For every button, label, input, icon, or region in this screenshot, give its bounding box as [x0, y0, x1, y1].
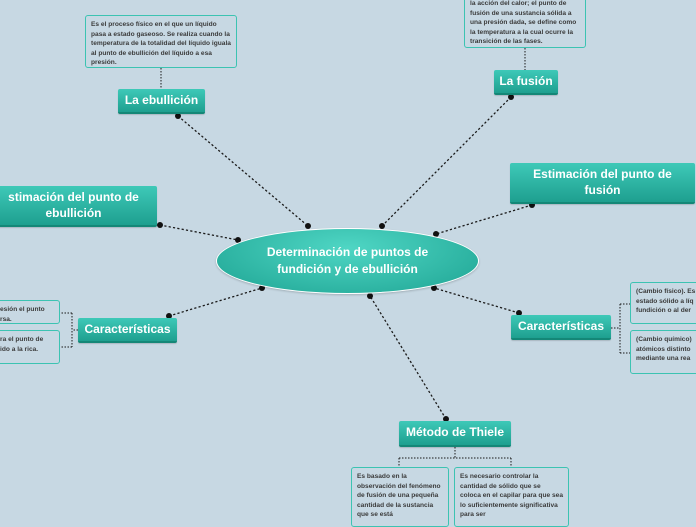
branch-label: Características [517, 318, 605, 333]
note-text: Es basado en la observación del fenómeno… [357, 473, 441, 519]
branch-estimacion-punto-ebullicion[interactable]: stimación del punto de ebullición [0, 186, 157, 227]
note-text: Es necesario controlar la cantidad de só… [460, 473, 563, 519]
branch-label: La fusión [499, 73, 553, 88]
note-caracteristicas-right-1[interactable]: (Cambio físico). Es estado sólido a líq … [630, 282, 696, 324]
branch-label: Características [84, 321, 171, 336]
note-fusion[interactable]: la acción del calor; el punto de fusión … [464, 0, 586, 48]
branch-la-ebullicion[interactable]: La ebullición [118, 89, 205, 114]
note-text: Es el proceso físico en el que un líquid… [91, 21, 231, 67]
note-caracteristicas-left-2[interactable]: ra el punto de ido a la rica. [0, 330, 60, 364]
note-caracteristicas-right-2[interactable]: (Cambio químico) atómicos distinto media… [630, 330, 696, 374]
central-topic[interactable]: Determinación de puntos de fundición y d… [216, 228, 479, 294]
note-thiele-1[interactable]: Es basado en la observación del fenómeno… [351, 467, 449, 527]
branch-caracteristicas-right[interactable]: Características [511, 315, 611, 340]
branch-estimacion-punto-fusion[interactable]: Estimación del punto de fusión [510, 163, 695, 204]
note-text: la acción del calor; el punto de fusión … [470, 0, 577, 46]
branch-label: La ebullición [124, 92, 199, 107]
note-ebullicion[interactable]: Es el proceso físico en el que un líquid… [85, 15, 237, 68]
note-text: (Cambio físico). Es estado sólido a líq … [636, 288, 696, 315]
branch-label: stimación del punto de ebullición [8, 189, 139, 220]
note-caracteristicas-left-1[interactable]: esión el punto rsa. [0, 300, 60, 324]
branch-label: Método de Thiele [405, 425, 504, 440]
branch-metodo-thiele[interactable]: Método de Thiele [399, 421, 511, 447]
branch-label: Estimación del punto de fusión [533, 166, 672, 197]
central-topic-label: Determinación de puntos de fundición y d… [266, 245, 429, 276]
branch-caracteristicas-left[interactable]: Características [78, 318, 177, 343]
note-text: ra el punto de ido a la rica. [0, 336, 44, 353]
note-text: (Cambio químico) atómicos distinto media… [636, 336, 692, 363]
note-thiele-2[interactable]: Es necesario controlar la cantidad de só… [454, 467, 569, 527]
note-text: esión el punto rsa. [0, 306, 45, 323]
branch-la-fusion[interactable]: La fusión [494, 70, 558, 95]
